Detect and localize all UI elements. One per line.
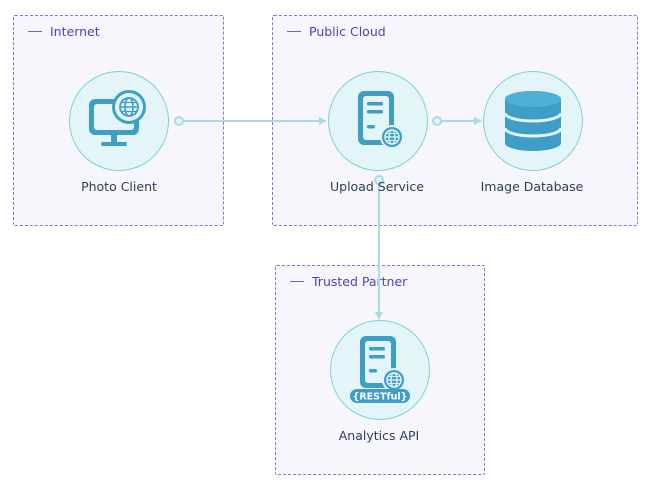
connector-upload-service-to-image-database [432,116,482,126]
zone-internet-title: Internet [50,24,100,39]
server-globe-icon: {RESTful} [350,336,410,403]
zone-dash-icon [290,280,304,283]
server-globe-icon [358,91,404,149]
monitor-globe-icon [89,90,146,146]
zone-trusted-partner-title: Trusted Partner [312,274,408,289]
node-photo-client[interactable] [69,71,169,171]
node-photo-client-label: Photo Client [81,179,157,194]
zone-public-cloud-label: Public Cloud [287,24,386,39]
zone-internet-label: Internet [28,24,100,39]
restful-badge: {RESTful} [350,389,410,403]
connector-upload-service-to-analytics-api [374,175,384,320]
restful-badge-text: {RESTful} [353,392,408,403]
node-analytics-api-label: Analytics API [338,428,420,443]
database-icon [503,91,563,151]
zone-public-cloud-title: Public Cloud [309,24,386,39]
node-image-database[interactable] [483,71,583,171]
node-analytics-api[interactable]: {RESTful} [330,320,430,420]
node-upload-service[interactable] [328,71,428,171]
node-upload-service-label: Upload Service [330,179,424,194]
zone-dash-icon [28,30,42,33]
connector-photo-client-to-upload-service [174,116,327,126]
zone-dash-icon [287,30,301,33]
node-image-database-label: Image Database [480,179,584,194]
zone-trusted-partner-label: Trusted Partner [290,274,407,289]
